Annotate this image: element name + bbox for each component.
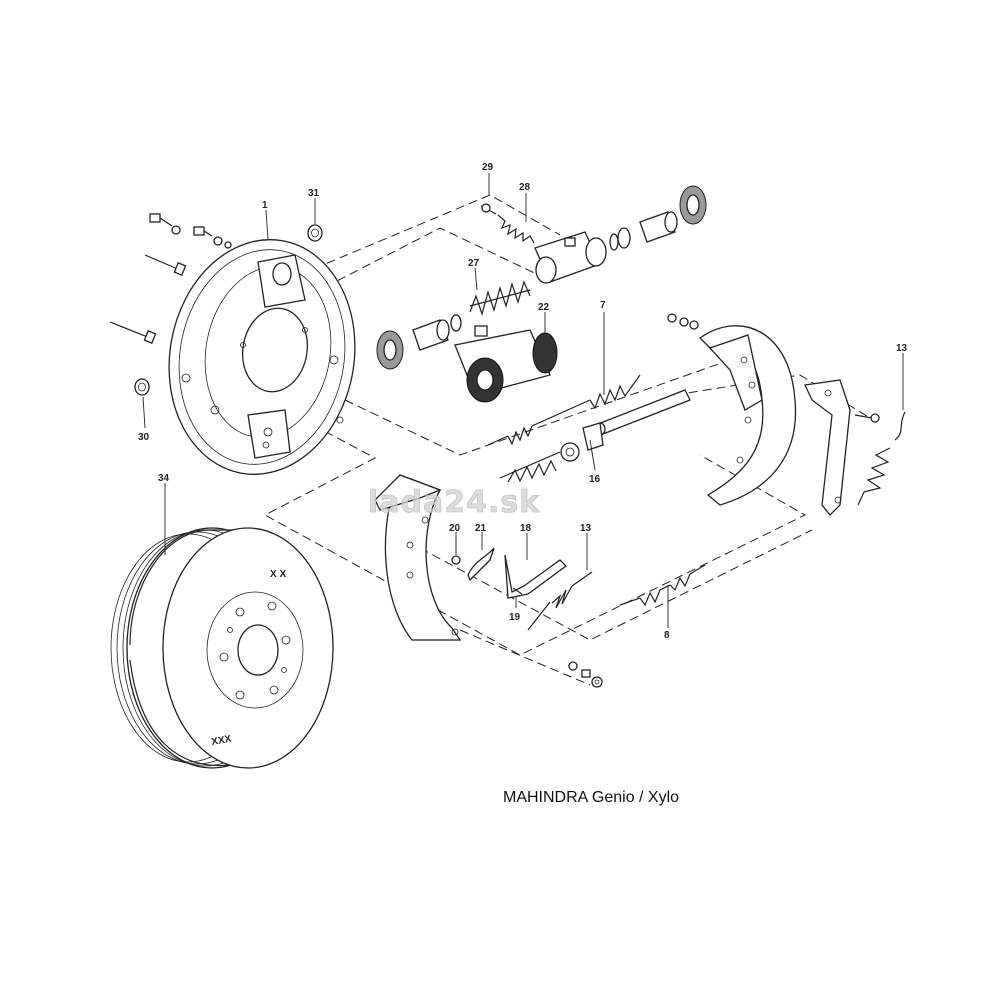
return-spring-7 <box>487 374 641 446</box>
backing-plate <box>168 239 356 475</box>
wheel-cylinder-seals-upper <box>609 185 707 251</box>
brake-shoe-left <box>374 474 462 641</box>
wheel-cylinder-lower <box>454 325 558 403</box>
callout-31: 31 <box>308 188 320 199</box>
spring-13-left <box>527 571 593 631</box>
wheel-cylinder-spring-upper <box>497 214 535 244</box>
callout-8: 8 <box>664 630 670 641</box>
drum-marking-top: X X <box>270 569 286 580</box>
adjuster-rod <box>594 389 691 436</box>
callout-18: 18 <box>520 523 532 534</box>
callout-29: 29 <box>482 162 494 173</box>
brake-shoe-right <box>698 325 797 506</box>
watermark: lada24.sk <box>368 485 540 520</box>
callout-21: 21 <box>475 523 487 534</box>
part-20-pin <box>451 555 461 565</box>
shoe-hold-down-nut <box>568 661 603 688</box>
callout-13-right: 13 <box>896 343 908 354</box>
part-19-pin <box>512 587 523 595</box>
callout-34: 34 <box>158 473 170 484</box>
leader-lines <box>142 173 904 628</box>
spring-8 <box>619 564 706 607</box>
adjuster-screw <box>499 451 561 483</box>
callout-labels: 1 7 8 13 13 16 18 19 20 21 22 27 28 29 3… <box>138 162 908 641</box>
callout-19: 19 <box>509 612 521 623</box>
callout-20: 20 <box>449 523 461 534</box>
spring-13-right <box>857 411 906 506</box>
shoe-retainer-pin-right <box>667 313 699 330</box>
adjuster-wheel <box>560 422 604 462</box>
part-21-clip <box>467 547 495 582</box>
callout-13-left: 13 <box>580 523 592 534</box>
callout-27: 27 <box>468 258 480 269</box>
bolt-upper-right <box>193 226 232 249</box>
brake-drum: X X XXX <box>110 527 334 769</box>
rubber-plug-bottom <box>134 378 150 396</box>
mounting-bolts <box>109 213 232 344</box>
callout-16: 16 <box>589 474 601 485</box>
bolt-upper-left <box>149 213 181 235</box>
drum-marking-bottom: XXX <box>211 734 233 748</box>
wheel-cylinder-upper <box>534 231 607 284</box>
callout-30: 30 <box>138 432 150 443</box>
bleeder-screw <box>480 203 497 215</box>
rubber-plug-top <box>307 224 323 242</box>
parking-brake-lever <box>804 379 880 516</box>
assembly-guide-lines <box>263 194 871 686</box>
part-18-strut <box>504 554 567 599</box>
callout-1: 1 <box>262 200 268 211</box>
diagram-caption: MAHINDRA Genio / Xylo <box>503 789 679 806</box>
callout-7: 7 <box>600 300 606 311</box>
callout-22: 22 <box>538 302 550 313</box>
cylinder-spring-27 <box>469 280 531 317</box>
callout-28: 28 <box>519 182 531 193</box>
wheel-cylinder-seals-lower <box>376 314 462 370</box>
